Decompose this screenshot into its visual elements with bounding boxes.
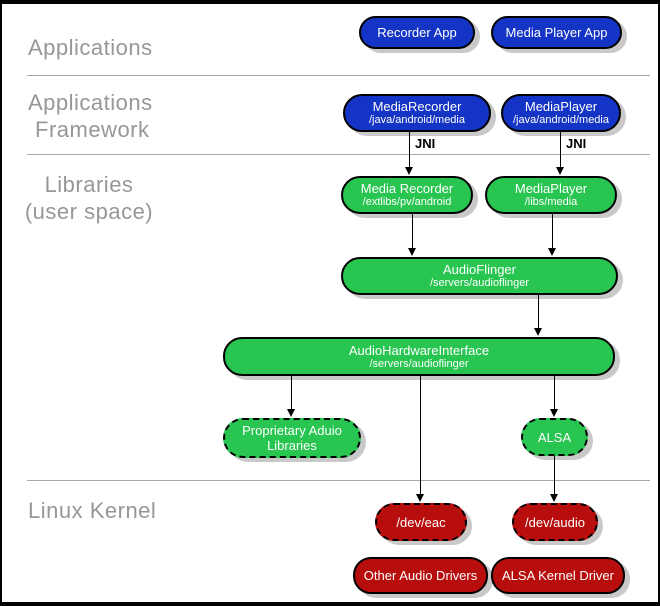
connector-line (409, 132, 410, 168)
node-title: Proprietary Aduio Libraries (242, 423, 342, 453)
node-other-audio-drivers: Other Audio Drivers (353, 557, 488, 594)
arrowhead-icon (416, 494, 424, 502)
node-mediaplayer-framework: MediaPlayer /java/android/media (501, 94, 621, 132)
arrowhead-icon (550, 494, 558, 502)
jni-label-left: JNI (415, 136, 436, 151)
arrowhead-icon (534, 328, 542, 336)
node-alsa: ALSA (521, 418, 588, 456)
node-subtitle: /extlibs/pv/android (362, 196, 452, 208)
arrowhead-icon (548, 248, 556, 256)
connector-line (552, 214, 553, 250)
arrowhead-icon (550, 409, 558, 417)
arrowhead-icon (556, 167, 564, 175)
section-label-libraries: Libraries (user space) (20, 171, 158, 225)
node-subtitle: /java/android/media (368, 114, 465, 126)
node-dev-audio: /dev/audio (512, 503, 598, 541)
connector-line (554, 456, 555, 497)
connector-line (291, 376, 292, 412)
jni-label-right: JNI (566, 136, 587, 151)
node-media-recorder-lib: Media Recorder /extlibs/pv/android (341, 176, 473, 214)
node-title: MediaPlayer (514, 181, 588, 196)
node-title: Recorder App (377, 25, 457, 40)
connector-line (420, 376, 421, 497)
section-label-line: Framework (35, 117, 150, 142)
node-alsa-kernel-driver: ALSA Kernel Driver (491, 557, 625, 594)
section-label-line: (user space) (24, 199, 154, 224)
node-title: /dev/audio (525, 514, 585, 530)
node-subtitle: /servers/audioflinger (429, 277, 530, 289)
connector-line (560, 132, 561, 168)
node-subtitle: /servers/audioflinger (369, 357, 469, 370)
connector-line (554, 376, 555, 412)
section-label-applications-framework: Applications Framework (28, 89, 153, 143)
section-label-line: Applications (28, 90, 153, 115)
arrowhead-icon (408, 248, 416, 256)
node-mediarecorder-framework: MediaRecorder /java/android/media (343, 94, 491, 132)
node-title: ALSA (537, 429, 572, 445)
arrowhead-icon (405, 167, 413, 175)
section-label-line: Libraries (44, 172, 134, 197)
node-title: /dev/eac (396, 514, 446, 530)
node-subtitle: /libs/media (524, 196, 578, 208)
node-subtitle: /java/android/media (512, 114, 609, 126)
arrowhead-icon (287, 409, 295, 417)
node-title: Media Recorder (360, 181, 454, 196)
node-title: Media Player App (505, 25, 608, 40)
node-recorder-app: Recorder App (359, 16, 475, 49)
node-audio-hardware-interface: AudioHardwareInterface /servers/audiofli… (223, 337, 615, 376)
section-divider (27, 75, 650, 76)
node-media-player-app: Media Player App (491, 16, 622, 49)
node-audioflinger: AudioFlinger /servers/audioflinger (341, 257, 618, 295)
node-title: AudioHardwareInterface (348, 342, 490, 358)
section-divider (27, 154, 650, 155)
node-title: MediaPlayer (524, 99, 598, 114)
node-title: MediaRecorder (372, 99, 462, 114)
node-proprietary-audio-libraries: Proprietary Aduio Libraries (223, 418, 361, 458)
section-divider (27, 480, 650, 481)
node-title: ALSA Kernel Driver (502, 568, 614, 583)
node-title: Other Audio Drivers (363, 568, 478, 583)
section-label-linux-kernel: Linux Kernel (28, 498, 157, 523)
node-dev-eac: /dev/eac (375, 503, 467, 541)
connector-line (412, 214, 413, 250)
connector-line (538, 295, 539, 330)
node-title: AudioFlinger (443, 262, 516, 277)
node-mediaplayer-lib: MediaPlayer /libs/media (485, 176, 617, 214)
section-label-applications: Applications (28, 35, 153, 60)
